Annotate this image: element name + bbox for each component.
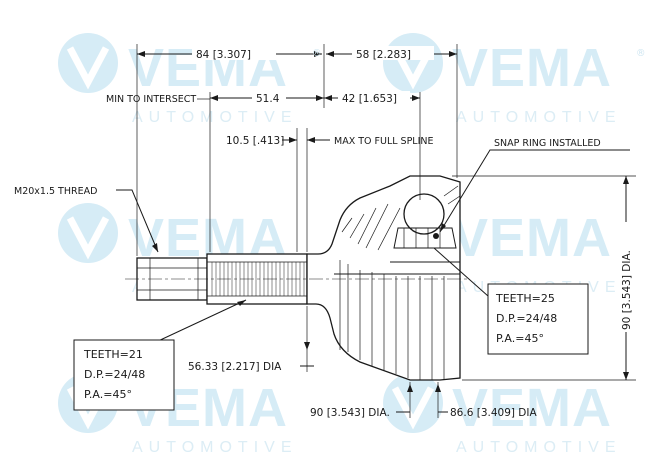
- watermark-logo-icon: [383, 33, 443, 93]
- dim-90-vertical: 90 [3.543] DIA.: [621, 250, 633, 330]
- outer-spec-box: TEETH=21 D.P.=24/48 P.A.=45°: [73, 339, 175, 411]
- snap-ring: [433, 233, 439, 239]
- watermark-brand-4: VEMA: [452, 208, 612, 268]
- snap-ring-label: SNAP RING INSTALLED: [494, 138, 601, 149]
- inner-pa: P.A.=45°: [496, 332, 544, 345]
- watermark-brand-6: VEMA: [452, 378, 612, 438]
- watermark-sub-5: AUTOMOTIVE: [132, 439, 298, 456]
- outer-teeth: TEETH=21: [83, 348, 143, 361]
- watermark-logo-icon: [58, 33, 118, 93]
- dim-84: 84 [3.307]: [196, 49, 251, 61]
- thread-label: M20x1.5 THREAD: [14, 186, 97, 197]
- outer-dp: D.P.=24/48: [84, 368, 145, 381]
- inner-teeth: TEETH=25: [495, 292, 555, 305]
- inner-spec-box: TEETH=25 D.P.=24/48 P.A.=45°: [487, 283, 589, 355]
- dim-86-6: 86.6 [3.409] DIA: [450, 407, 537, 419]
- dim-42: 42 [1.653]: [342, 93, 397, 105]
- watermark-sub-6: AUTOMOTIVE: [456, 439, 622, 456]
- dim-58: 58 [2.283]: [356, 49, 411, 61]
- dim-10-5: 10.5 [.413]: [226, 135, 284, 147]
- watermark-sub-1: AUTOMOTIVE: [132, 109, 298, 126]
- outer-pa: P.A.=45°: [84, 388, 132, 401]
- watermark-logo-icon: [58, 203, 118, 263]
- dim-51-4: 51.4: [256, 93, 280, 105]
- dim-56-33: 56.33 [2.217] DIA: [188, 361, 282, 373]
- watermark-brand-2: VEMA: [452, 38, 612, 98]
- cv-joint-part: [136, 175, 461, 381]
- registered-mark: ®: [312, 48, 322, 59]
- watermark-sub-2: AUTOMOTIVE: [456, 109, 622, 126]
- min-to-intersect-label: MIN TO INTERSECT: [106, 94, 196, 105]
- ball: [403, 193, 445, 235]
- dim-90-bottom: 90 [3.543] DIA.: [310, 407, 390, 419]
- inner-dp: D.P.=24/48: [496, 312, 557, 325]
- watermark-logo-icon: [383, 373, 443, 433]
- registered-mark: ®: [636, 48, 646, 59]
- max-to-full-spline-label: MAX TO FULL SPLINE: [334, 136, 434, 147]
